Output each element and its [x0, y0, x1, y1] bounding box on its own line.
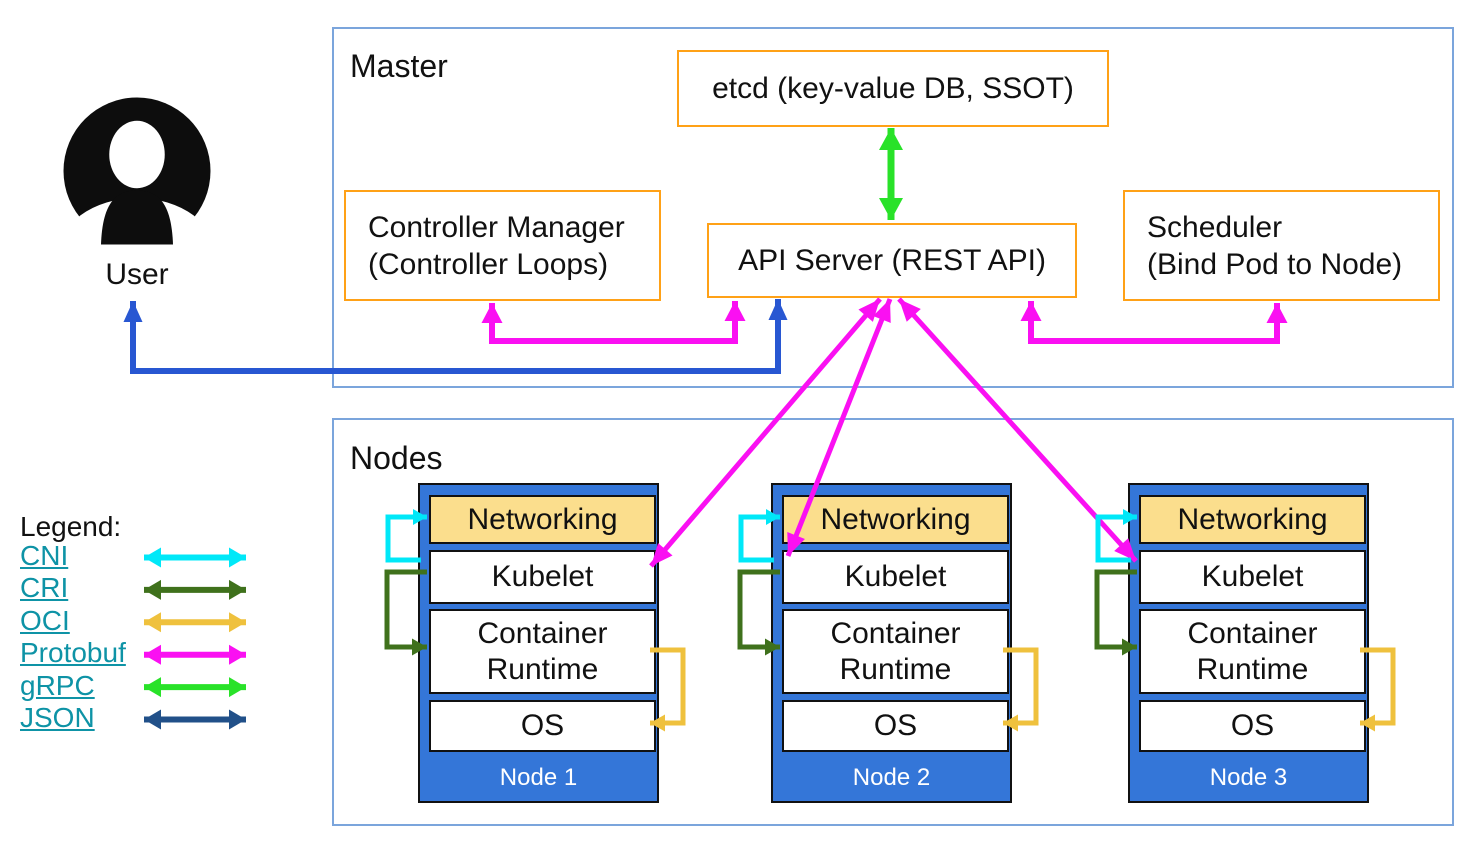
legend-arrow-cni [144, 547, 246, 568]
legend-arrow-cri [144, 579, 246, 600]
node-1-container-runtime: Container Runtime [429, 609, 656, 694]
node-2-networking: Networking [782, 495, 1009, 544]
user-label: User [105, 258, 169, 291]
nodes-title: Nodes [350, 440, 443, 476]
node-3-container-runtime: Container Runtime [1139, 609, 1366, 694]
scheduler-line2: (Bind Pod to Node) [1147, 247, 1403, 281]
node-2-label: Node 2 [852, 764, 931, 791]
master-title: Master [350, 48, 448, 84]
user-icon [57, 97, 217, 315]
controller-manager-line2: (Controller Loops) [368, 247, 609, 281]
node-1-os: OS [429, 700, 656, 752]
node-2-kubelet: Kubelet [782, 550, 1009, 604]
node-3-label: Node 3 [1209, 764, 1288, 791]
legend-arrow-grpc [144, 677, 246, 698]
legend-link-cri[interactable]: CRI [20, 572, 69, 603]
legend-arrow-protobuf [144, 644, 246, 665]
legend-link-oci[interactable]: OCI [20, 605, 70, 636]
node-1-networking: Networking [429, 495, 656, 544]
scheduler-box: Scheduler (Bind Pod to Node) [1123, 190, 1440, 301]
legend-link-grpc[interactable]: gRPC [20, 670, 95, 701]
scheduler-line1: Scheduler [1147, 210, 1283, 244]
node-1-label: Node 1 [499, 764, 578, 791]
node-2-container-runtime: Container Runtime [782, 609, 1009, 694]
api-server-box: API Server (REST API) [707, 223, 1077, 298]
etcd-box: etcd (key-value DB, SSOT) [677, 50, 1109, 127]
legend-arrow-oci [144, 612, 246, 633]
node-3-os: OS [1139, 700, 1366, 752]
legend-arrow-json [144, 709, 246, 730]
legend-link-cni[interactable]: CNI [20, 540, 69, 571]
node-2-os: OS [782, 700, 1009, 752]
node-2: Networking Kubelet Container Runtime OS … [771, 483, 1012, 803]
node-3: Networking Kubelet Container Runtime OS … [1128, 483, 1369, 803]
controller-manager-box: Controller Manager (Controller Loops) [344, 190, 661, 301]
node-1-kubelet: Kubelet [429, 550, 656, 604]
node-1: Networking Kubelet Container Runtime OS … [418, 483, 659, 803]
node-3-kubelet: Kubelet [1139, 550, 1366, 604]
legend-title: Legend: [20, 511, 122, 542]
legend-link-protobuf[interactable]: Protobuf [20, 637, 126, 668]
legend-link-json[interactable]: JSON [20, 702, 95, 733]
controller-manager-line1: Controller Manager [368, 210, 625, 244]
node-3-networking: Networking [1139, 495, 1366, 544]
